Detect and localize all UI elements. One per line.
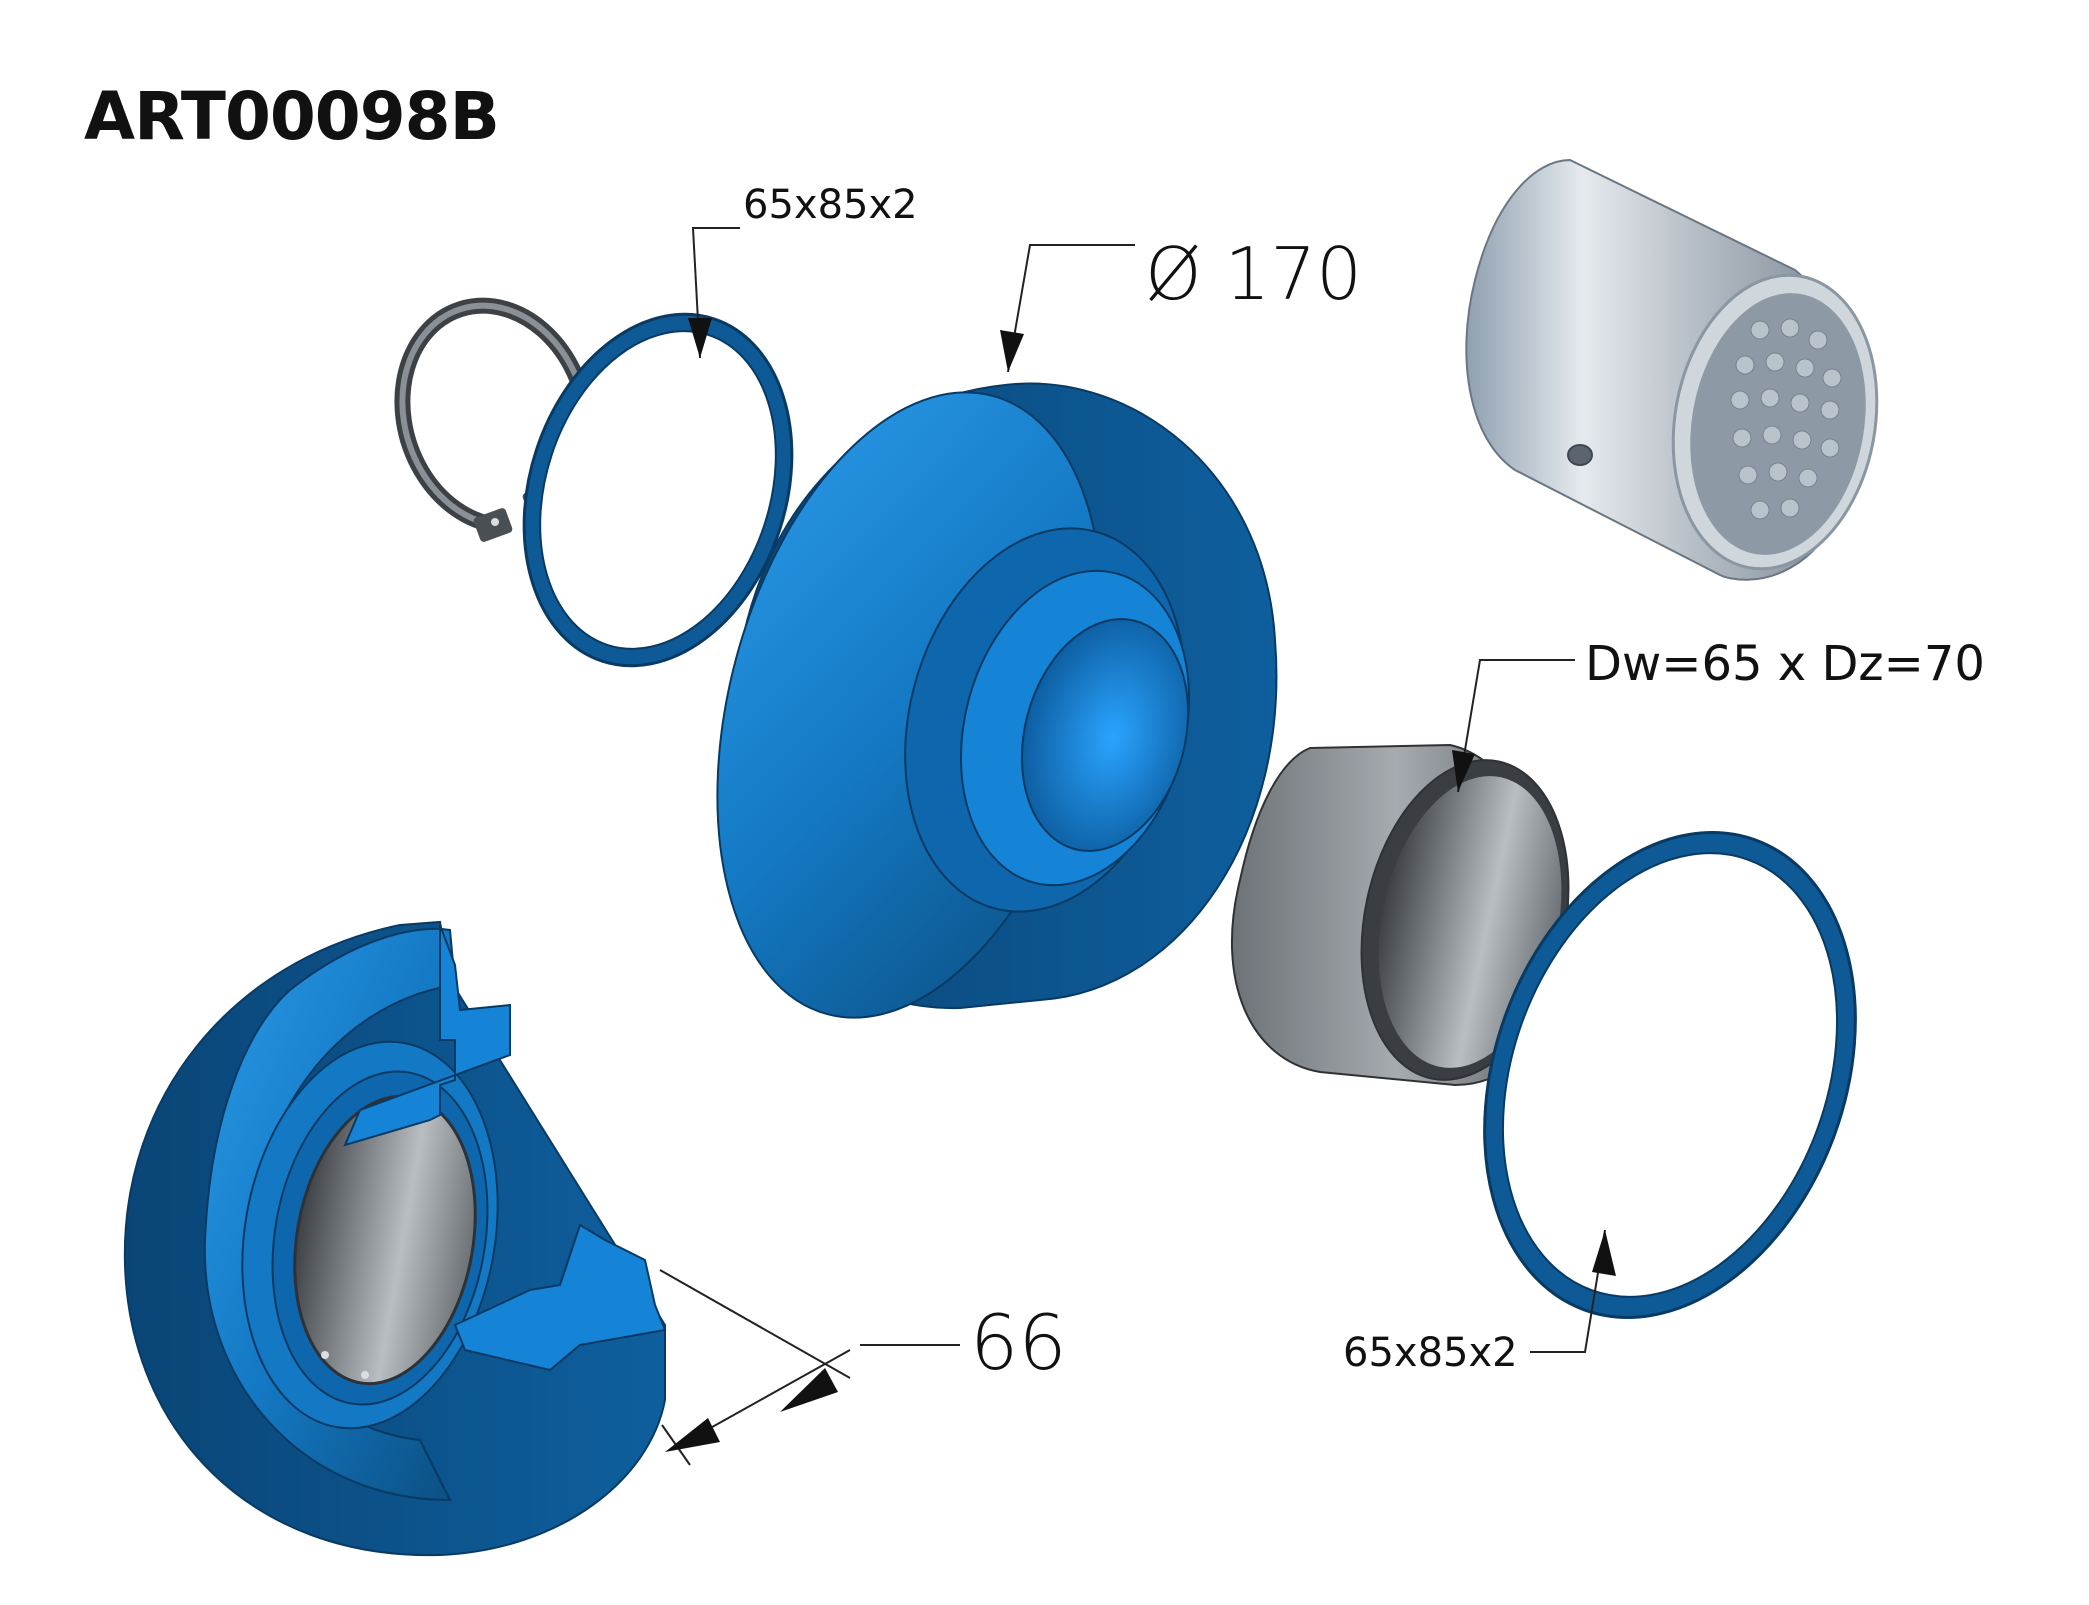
part-number-title: ART00098B (84, 78, 500, 155)
dimension-label-width: 66 (970, 1298, 1067, 1387)
thrust-washer-top (522, 312, 794, 668)
dimension-leaders (659, 227, 1606, 1466)
wheel (716, 382, 1278, 1019)
dimension-label-outer-diameter: Ø 170 (1145, 232, 1362, 316)
dimension-label-bushing: Dw=65 x Dz=70 (1585, 636, 1985, 692)
sectioned-wheel (123, 920, 667, 1557)
dimension-label-washer-bottom: 65x85x2 (1343, 1330, 1518, 1376)
composite-bushing (1465, 158, 1879, 581)
dimension-arrows (665, 318, 1616, 1452)
dimension-label-washer-top: 65x85x2 (743, 182, 918, 228)
thrust-washer-bottom (1483, 831, 1857, 1319)
